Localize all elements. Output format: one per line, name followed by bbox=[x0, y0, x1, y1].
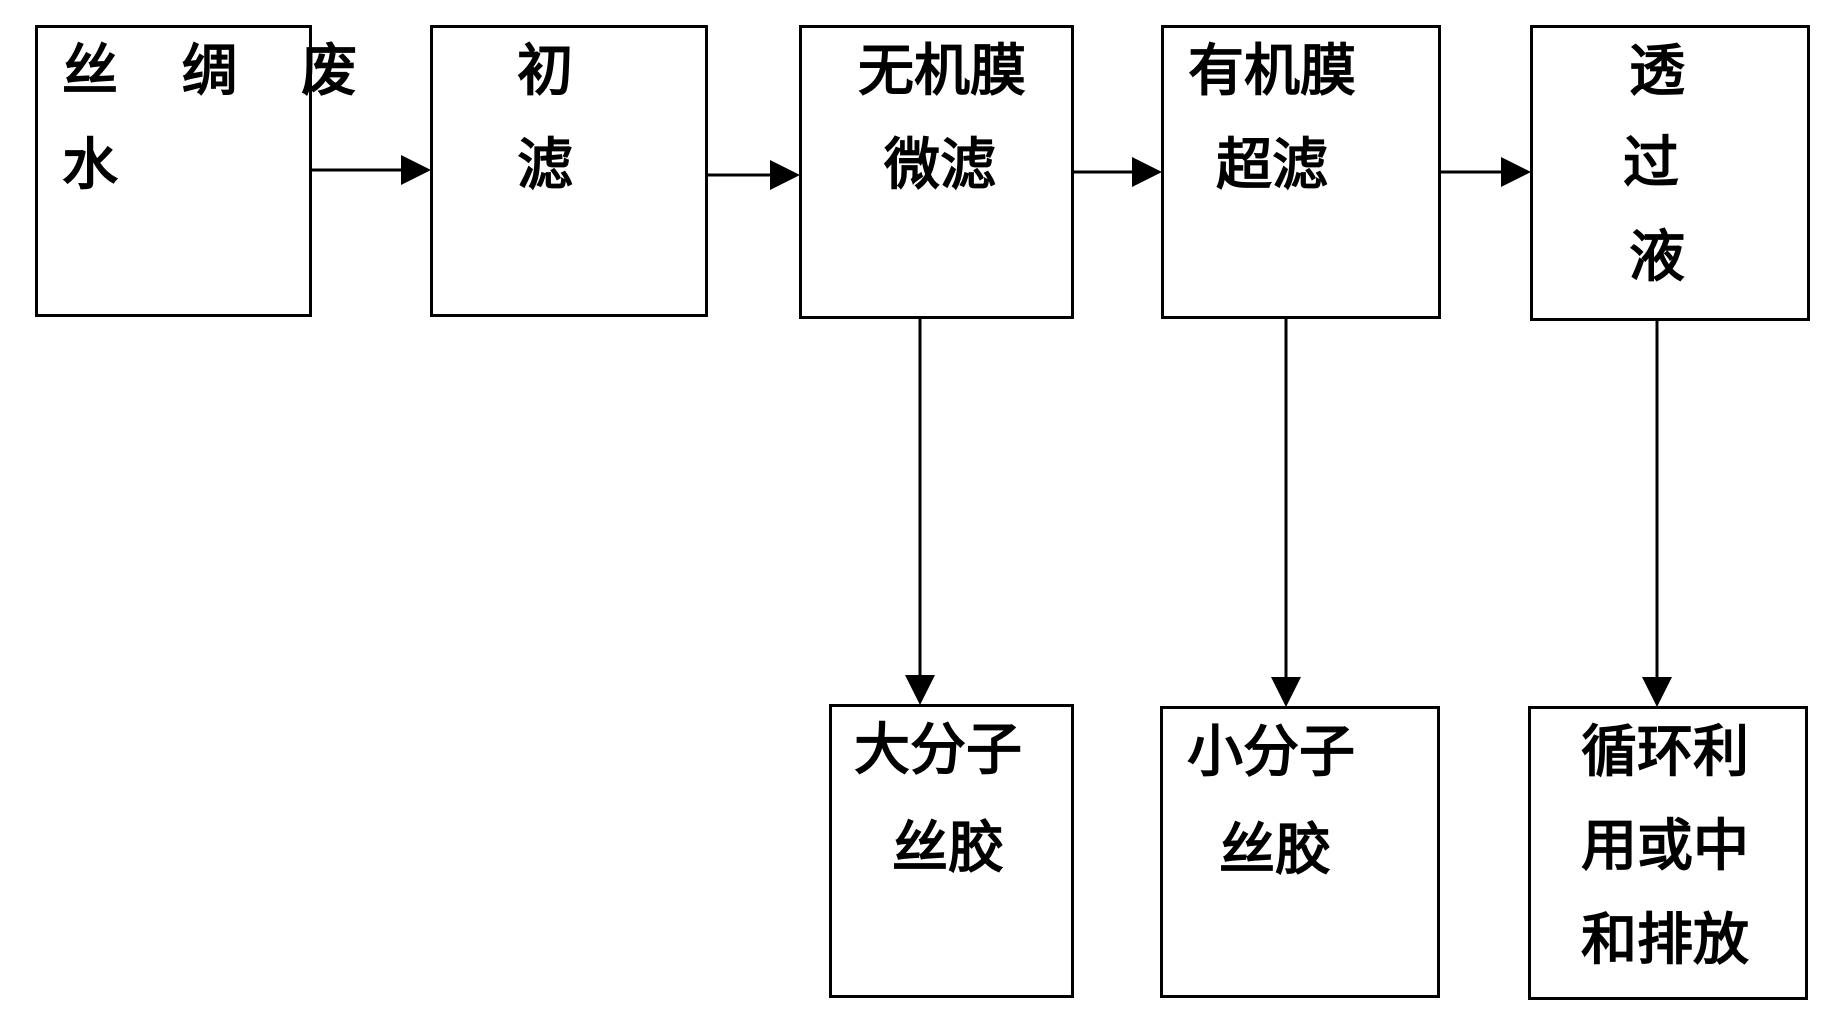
node-small-molecular-sericin: 小分子 丝胶 bbox=[1160, 706, 1440, 998]
node-silk-waste-water: 丝 绸 废 水 bbox=[35, 25, 357, 317]
node-label-line: 初 bbox=[517, 39, 573, 104]
node-label-line: 水 bbox=[62, 133, 118, 198]
node-label-line: 透 bbox=[1629, 39, 1685, 104]
node-label-line: 和排放 bbox=[1581, 908, 1749, 973]
node-macromolecular-sericin: 大分子 丝胶 bbox=[829, 704, 1074, 998]
node-label-line: 液 bbox=[1629, 225, 1685, 290]
node-prefilter: 初 滤 bbox=[430, 25, 708, 317]
node-label-line: 大分子 bbox=[854, 718, 1022, 783]
node-label-line: 过 bbox=[1623, 131, 1679, 196]
node-recycle-or-neutralize-discharge: 循环利 用或中 和排放 bbox=[1528, 706, 1808, 1000]
node-permeate: 透 过 液 bbox=[1530, 25, 1810, 321]
node-label-line: 微滤 bbox=[884, 133, 996, 198]
node-label-line: 丝胶 bbox=[892, 816, 1004, 881]
node-label-line: 用或中 bbox=[1581, 814, 1749, 879]
node-label-line: 丝胶 bbox=[1219, 818, 1331, 883]
node-label-line: 有机膜 bbox=[1188, 39, 1356, 104]
node-label-line: 滤 bbox=[517, 133, 573, 198]
node-label-line: 丝 绸 废 bbox=[62, 39, 379, 104]
node-label-line: 超滤 bbox=[1216, 133, 1328, 198]
node-label-line: 循环利 bbox=[1581, 720, 1749, 785]
node-organic-membrane-ultrafiltration: 有机膜 超滤 bbox=[1161, 25, 1441, 319]
node-inorganic-membrane-microfiltration: 无机膜 微滤 bbox=[799, 25, 1074, 319]
node-label-line: 小分子 bbox=[1187, 720, 1355, 785]
node-label-line: 无机膜 bbox=[858, 39, 1026, 104]
